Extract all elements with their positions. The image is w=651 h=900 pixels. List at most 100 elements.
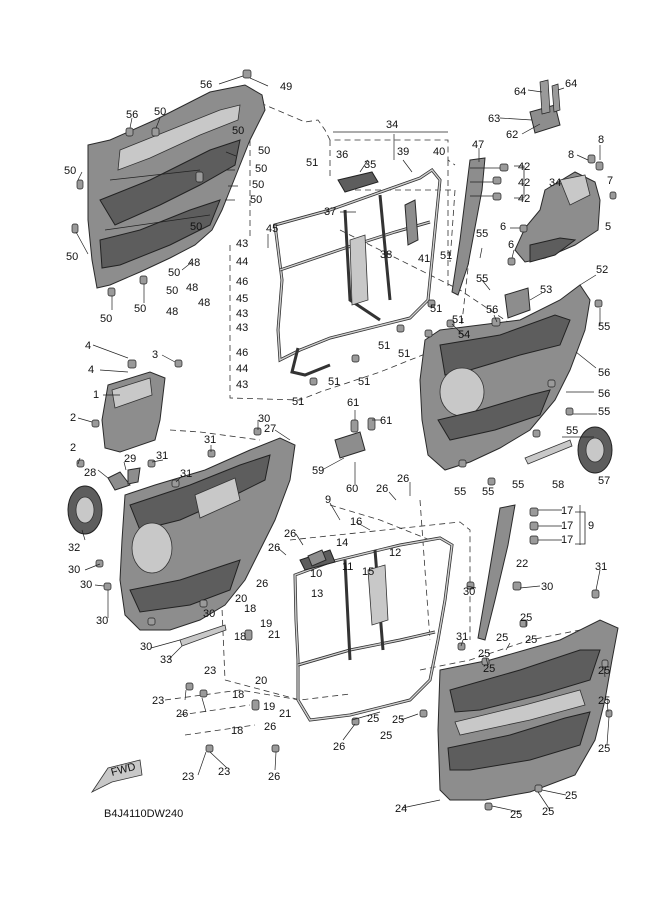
callout-30: 30 xyxy=(96,615,108,627)
callout-11: 11 xyxy=(342,561,353,573)
hinge-assembly-upper xyxy=(529,79,561,134)
callout-34: 34 xyxy=(386,119,398,131)
callout-26: 25 xyxy=(367,713,379,725)
callout-23: 23 xyxy=(204,665,216,677)
callout-25: 25 xyxy=(542,806,554,818)
callout-31: 31 xyxy=(456,631,468,643)
callout-42: 42 xyxy=(518,193,530,205)
callout-40: 40 xyxy=(433,146,445,158)
callout-38: 38 xyxy=(380,249,392,261)
callout-49: 49 xyxy=(280,81,292,93)
callout-17: 17 xyxy=(561,505,573,517)
callout-18: 18 xyxy=(232,689,244,701)
callout-51: 51 xyxy=(452,314,464,326)
upper-door-frame xyxy=(273,157,486,377)
callout-35: 35 xyxy=(364,159,376,171)
fasteners xyxy=(71,69,617,811)
fwd-arrow-icon: FWD xyxy=(90,759,143,794)
small-left-panel xyxy=(101,371,166,453)
callout-50: 50 xyxy=(154,106,166,118)
callout-25: 25 xyxy=(598,743,610,755)
callout-25: 25 xyxy=(496,632,508,644)
callout-7: 7 xyxy=(607,175,613,187)
callout-12: 12 xyxy=(389,547,401,559)
callout-25: 25 xyxy=(598,665,610,677)
callout-60: 60 xyxy=(346,483,358,495)
group-brackets xyxy=(333,131,586,545)
callout-9: 9 xyxy=(325,494,331,506)
callout-55: 55 xyxy=(482,486,494,498)
callout-48: 48 xyxy=(186,282,198,294)
callout-61: 61 xyxy=(347,397,359,409)
callout-51: 51 xyxy=(292,396,304,408)
callout-26: 26 xyxy=(284,528,296,540)
callout-48: 48 xyxy=(188,257,200,269)
callout-labels: 56 49 56 50 50 50 50 50 50 50 50 50 50 5… xyxy=(64,78,613,821)
callout-18: 18 xyxy=(234,631,246,643)
callout-29: 29 xyxy=(124,453,136,465)
callout-4: 4 xyxy=(88,364,94,376)
callout-25: 25 xyxy=(483,663,495,675)
callout-51: 51 xyxy=(378,340,390,352)
callout-25: 25 xyxy=(598,695,610,707)
callout-48: 48 xyxy=(166,306,178,318)
callout-17: 17 xyxy=(561,520,573,532)
callout-55: 55 xyxy=(476,273,488,285)
callout-21: 21 xyxy=(279,708,291,720)
callout-31: 31 xyxy=(156,450,168,462)
callout-2: 2 xyxy=(70,412,76,424)
callout-6: 6 xyxy=(508,239,514,251)
callout-51: 51 xyxy=(328,376,340,388)
callout-51: 51 xyxy=(306,157,318,169)
callout-22: 22 xyxy=(516,558,528,570)
callout-1: 1 xyxy=(93,389,99,401)
callout-55: 55 xyxy=(512,479,524,491)
callout-50: 50 xyxy=(100,313,112,325)
callout-10: 10 xyxy=(310,568,322,580)
callout-43: 43 xyxy=(236,238,248,250)
callout-55: 55 xyxy=(598,406,610,418)
callout-43: 43 xyxy=(236,308,248,320)
callout-50: 50 xyxy=(258,145,270,157)
callout-13: 13 xyxy=(311,588,323,600)
callout-44: 44 xyxy=(236,256,248,268)
callout-18: 18 xyxy=(231,725,243,737)
callout-50: 50 xyxy=(232,125,244,137)
callout-56: 56 xyxy=(486,304,498,316)
callout-30: 30 xyxy=(140,641,152,653)
callout-30: 30 xyxy=(541,581,553,593)
callout-32: 32 xyxy=(68,542,80,554)
callout-26: 26 xyxy=(397,473,409,485)
callout-25: 25 xyxy=(392,714,404,726)
callout-31: 31 xyxy=(180,468,192,480)
callout-20: 20 xyxy=(255,675,267,687)
callout-56: 56 xyxy=(598,367,610,379)
callout-31: 31 xyxy=(595,561,607,573)
callout-54: 54 xyxy=(458,329,470,341)
callout-3: 3 xyxy=(152,349,158,361)
callout-19: 26 xyxy=(264,721,276,733)
callout-37: 37 xyxy=(324,206,336,218)
callout-33: 33 xyxy=(160,654,172,666)
callout-56: 56 xyxy=(598,388,610,400)
callout-43: 43 xyxy=(236,379,248,391)
callout-25: 25 xyxy=(380,730,392,742)
callout-26: 26 xyxy=(268,771,280,783)
callout-46: 46 xyxy=(236,347,248,359)
callout-58: 58 xyxy=(552,479,564,491)
callout-51: 51 xyxy=(398,348,410,360)
misc-parts xyxy=(107,431,573,647)
callout-63: 63 xyxy=(488,113,500,125)
callout-19: 19 xyxy=(260,618,272,630)
callout-44: 44 xyxy=(236,363,248,375)
callout-55: 55 xyxy=(598,321,610,333)
callout-64: 64 xyxy=(565,78,577,90)
callout-50: 50 xyxy=(166,285,178,297)
callout-59: 59 xyxy=(312,465,324,477)
diagram-code: B4J4110DW240 xyxy=(104,808,183,820)
callout-25: 25 xyxy=(510,809,522,821)
callout-55: 55 xyxy=(566,425,578,437)
callout-64: 64 xyxy=(514,86,526,98)
callout-50: 50 xyxy=(168,267,180,279)
